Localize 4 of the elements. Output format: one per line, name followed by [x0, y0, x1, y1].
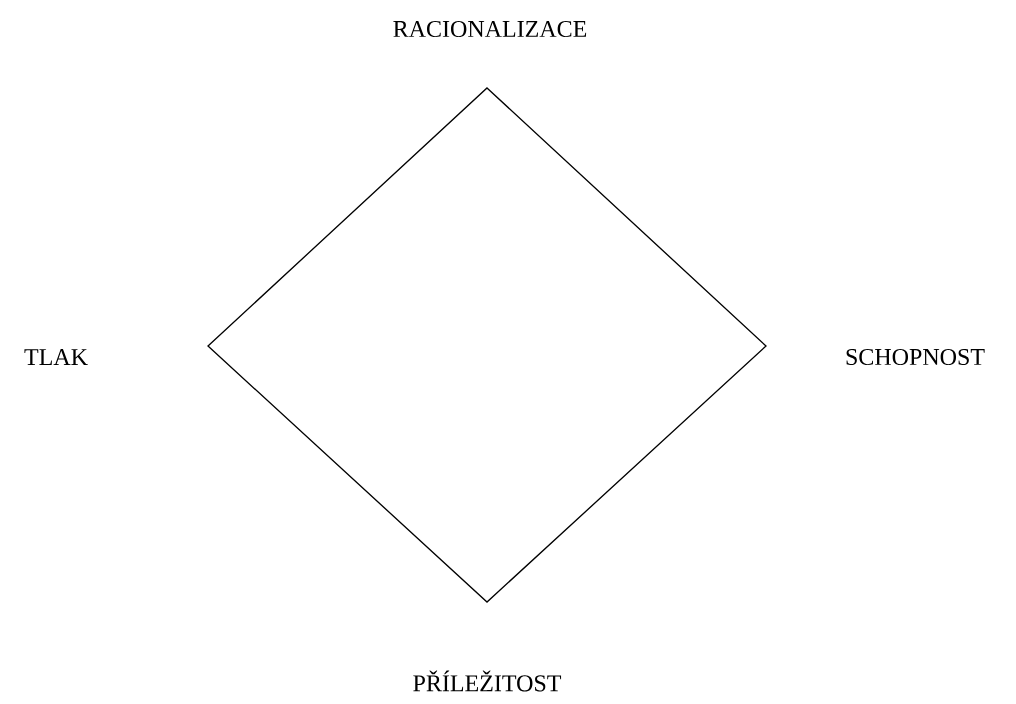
corner-label: RACIONALIZACE	[393, 20, 587, 38]
corner-label: SCHOPNOST	[846, 348, 985, 366]
corner-label: TLAK	[24, 349, 88, 365]
corner-label: PŘÍLEŽITOST	[413, 670, 562, 692]
